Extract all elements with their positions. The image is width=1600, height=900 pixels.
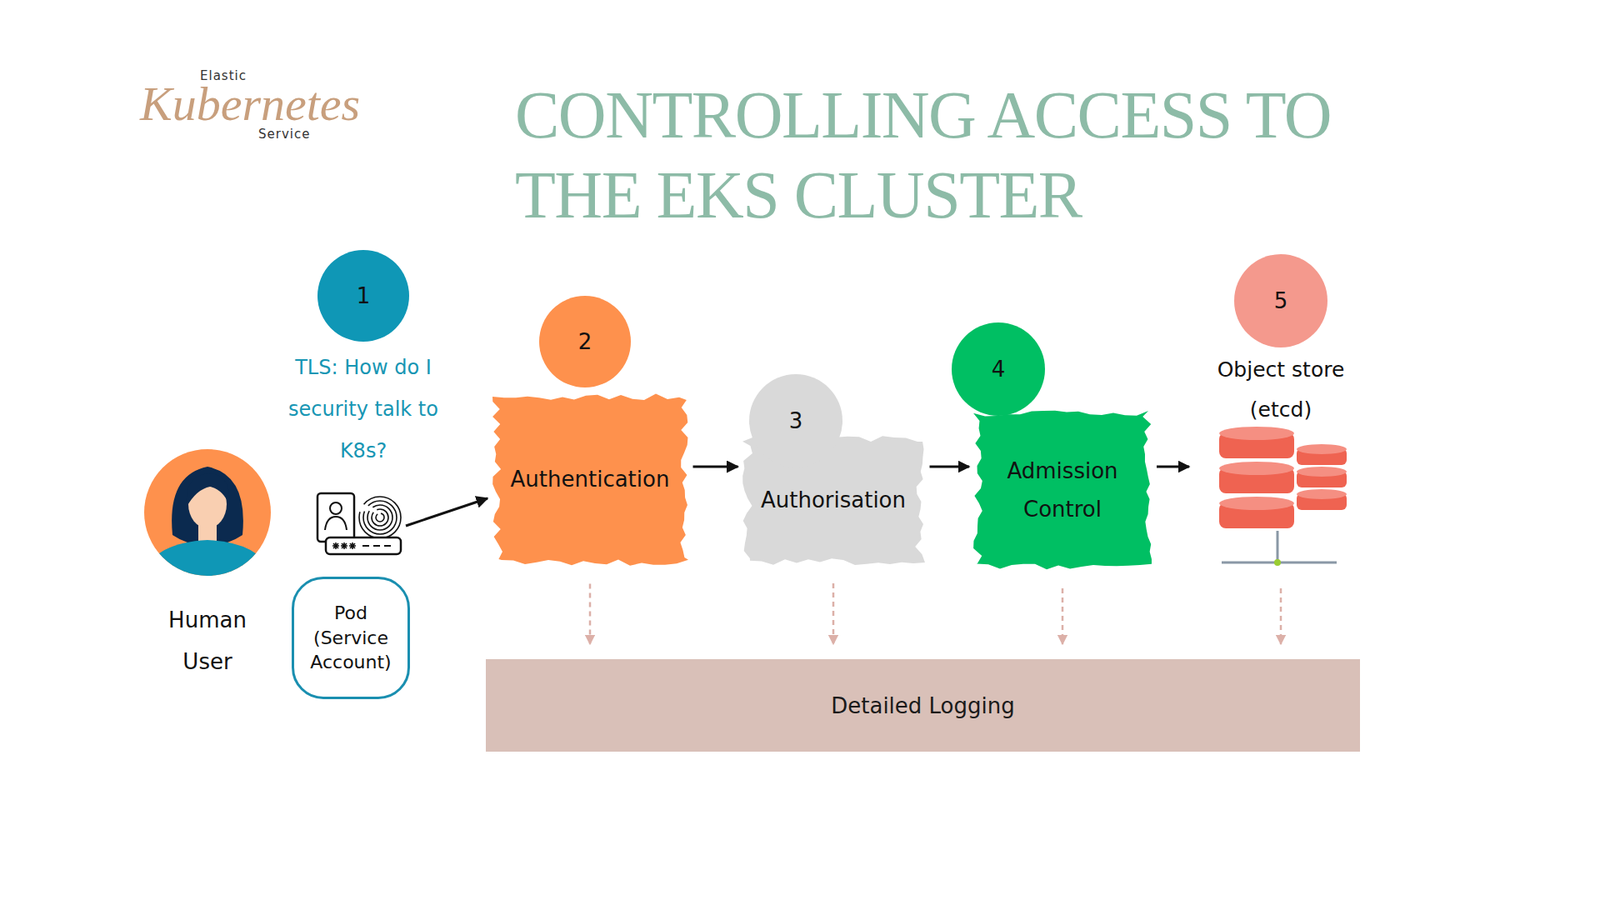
identity-arrow xyxy=(405,498,488,526)
brush-shape xyxy=(973,408,1152,572)
circle-fill xyxy=(317,250,410,342)
connector-layer xyxy=(590,466,1281,645)
db-disk-top xyxy=(1219,461,1295,475)
avatar-fringe xyxy=(186,473,230,507)
log-arrow xyxy=(589,584,592,645)
id-head xyxy=(330,502,342,515)
brush-fill xyxy=(742,435,925,565)
flow-arrow xyxy=(930,465,970,469)
diagram-title: CONTROLLING ACCESS TO THE EKS CLUSTER xyxy=(515,75,1390,235)
logo-script: Kubernetes xyxy=(140,78,360,130)
fingerprint-ring xyxy=(367,505,393,530)
id-shoulders xyxy=(325,516,347,530)
node-text: Detailed Logging xyxy=(830,691,1015,720)
logo-word: Service xyxy=(258,126,310,142)
pod-box: Pod (Service Account) xyxy=(291,576,410,700)
db-disk-top xyxy=(1296,466,1347,477)
node-text: 4 xyxy=(991,356,1006,382)
step-number: 3 xyxy=(749,374,843,468)
circle-fill xyxy=(951,322,1045,416)
logging-band: Detailed Logging xyxy=(485,659,1360,752)
fingerprint-ring xyxy=(371,509,389,526)
db-disk-top xyxy=(1219,426,1295,440)
avatar-body xyxy=(141,540,274,588)
title-block: CONTROLLING ACCESS TO THE EKS CLUSTER xyxy=(515,75,1390,235)
step-number: 5 xyxy=(1234,254,1328,348)
brush-fill xyxy=(973,410,1152,570)
flow-arrow xyxy=(1156,465,1190,469)
node-text: Authentication xyxy=(510,460,670,499)
step-number: 2 xyxy=(539,295,631,388)
log-arrow xyxy=(832,583,835,645)
node-text: 2 xyxy=(578,329,593,355)
object-store: Object store (etcd) xyxy=(1193,350,1369,572)
fingerprint-ring xyxy=(359,496,401,539)
db-disk-top xyxy=(1219,496,1295,510)
password-field xyxy=(325,537,401,555)
log-arrow xyxy=(1061,588,1065,645)
password-stars xyxy=(332,542,356,550)
label-holder: Kubernetes xyxy=(140,78,360,130)
fingerprint-ring xyxy=(375,513,385,522)
label-holder: TLS: How do I security talk to K8s? xyxy=(275,346,451,472)
circle-fill xyxy=(539,295,631,388)
network-dot xyxy=(1274,559,1281,566)
node-text: 1 xyxy=(356,283,371,309)
stage-box: Authentication xyxy=(492,391,689,568)
identity-icon xyxy=(317,493,401,555)
node-text: Authorisation xyxy=(760,480,906,520)
db-disk-top xyxy=(1296,489,1347,500)
circle-fill xyxy=(1234,254,1328,348)
database-space xyxy=(1193,430,1369,572)
node-text: Human User xyxy=(153,599,262,683)
avatar-figure xyxy=(141,466,274,588)
step-number: 4 xyxy=(951,322,1045,416)
avatar-space xyxy=(132,449,283,600)
node-text: Admission Control xyxy=(991,451,1134,529)
fingerprint-ring xyxy=(363,500,397,535)
password-dashes xyxy=(362,545,391,547)
log-arrow xyxy=(1280,588,1283,645)
network-stub xyxy=(1276,530,1280,560)
db-disk-top xyxy=(1296,444,1347,455)
circle-fill xyxy=(749,374,843,468)
node-text: 3 xyxy=(789,408,804,434)
callout-text: TLS: How do I security talk to K8s? xyxy=(275,346,451,472)
flow-arrow xyxy=(693,465,739,469)
database-icon xyxy=(1219,426,1347,566)
brush-fill xyxy=(492,393,689,565)
user-figure: Human User xyxy=(132,449,283,683)
user-avatar xyxy=(141,449,274,588)
node-text: 5 xyxy=(1274,288,1289,314)
stage-box: Admission Control xyxy=(973,408,1152,572)
node-text: Pod (Service Account) xyxy=(304,600,398,675)
id-card xyxy=(317,493,355,542)
node-text: Object store (etcd) xyxy=(1197,350,1365,430)
step-number: 1 xyxy=(317,250,410,342)
label-holder: Service xyxy=(258,126,310,142)
